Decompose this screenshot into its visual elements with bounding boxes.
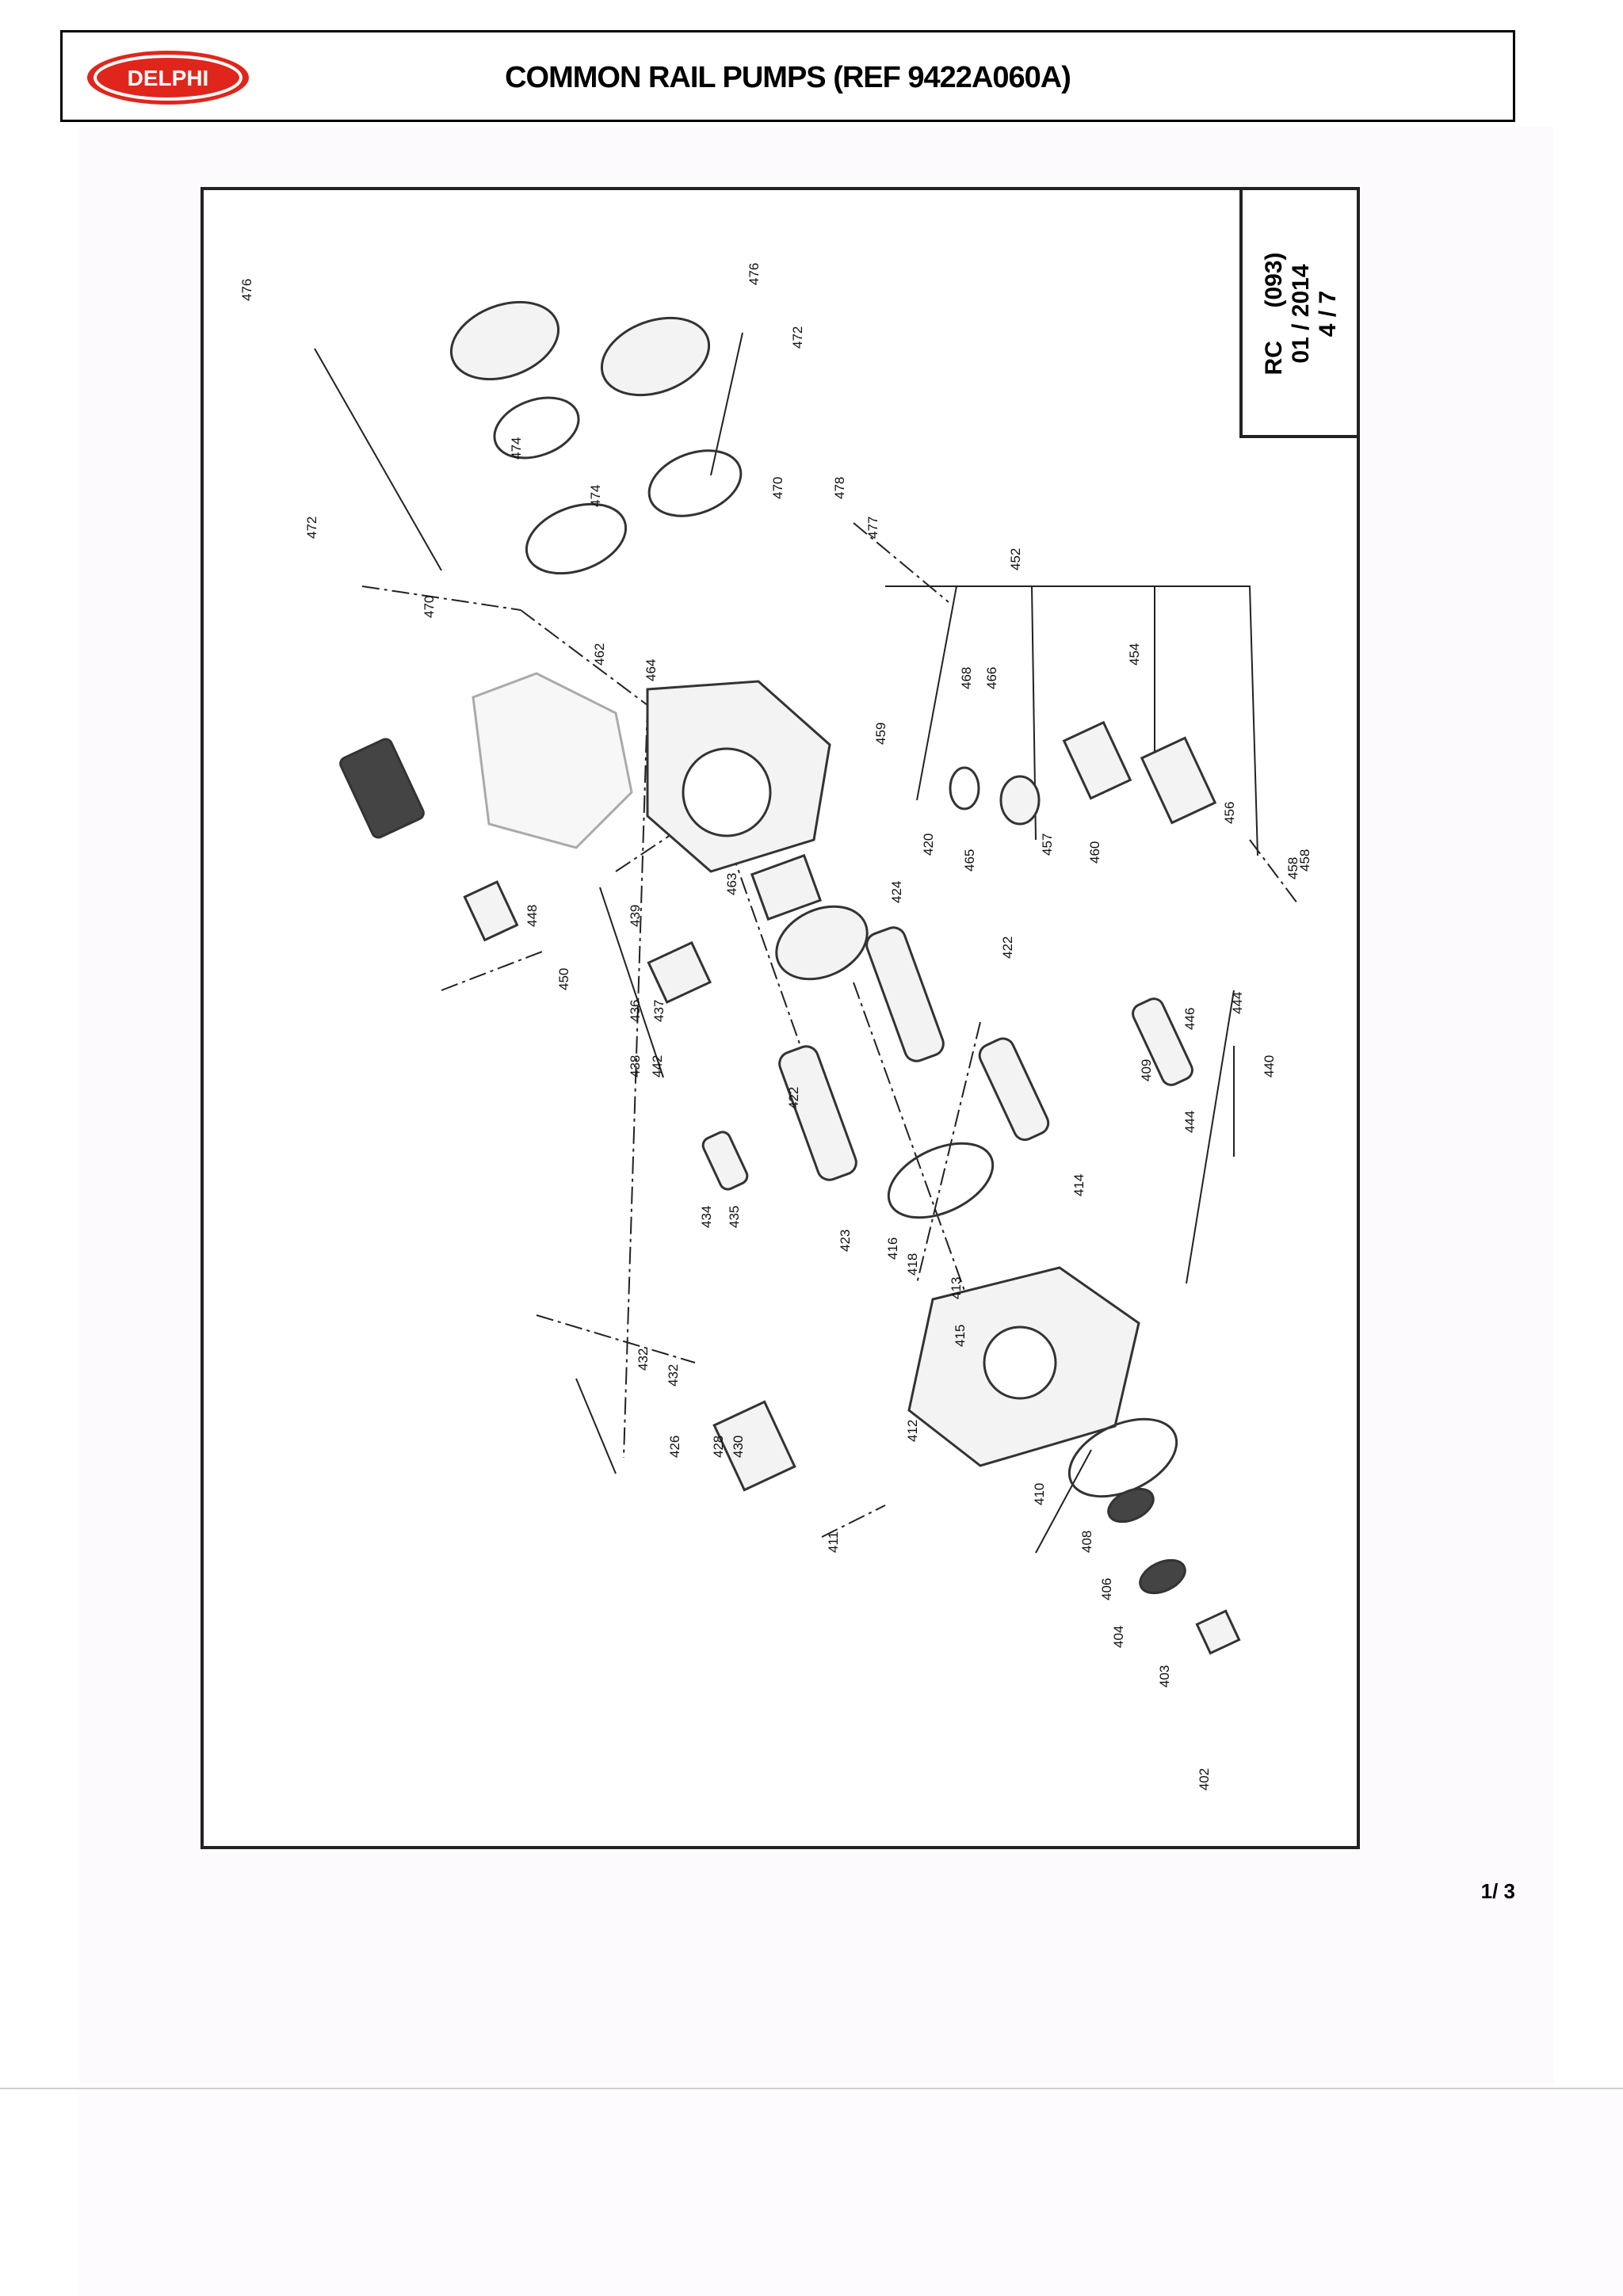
pump-parts — [339, 300, 1241, 1655]
part-label: 434 — [699, 1206, 714, 1228]
logo-text: DELPHI — [128, 66, 209, 90]
part-label: 470 — [770, 477, 785, 499]
part-label: 472 — [790, 326, 805, 349]
part-label: 414 — [1071, 1174, 1086, 1196]
part-label: 420 — [921, 833, 936, 856]
part-label: 416 — [885, 1238, 900, 1260]
page-sheet: DELPHI COMMON RAIL PUMPS (REF 9422A060A) — [60, 30, 1515, 1903]
page-title: COMMON RAIL PUMPS (REF 9422A060A) — [505, 61, 1071, 94]
part-label: 446 — [1182, 1008, 1197, 1030]
part-label: 474 — [588, 485, 603, 507]
part-label: 402 — [1197, 1768, 1212, 1791]
leader-lines — [314, 332, 1298, 1554]
part-label: 463 — [724, 873, 739, 895]
part-label: 477 — [865, 517, 880, 539]
part-label: 465 — [962, 849, 977, 871]
part-label: 456 — [1222, 802, 1237, 824]
part-label: 454 — [1127, 643, 1142, 666]
next-page-area — [0, 2089, 1623, 2296]
part-label: 403 — [1157, 1665, 1172, 1688]
part-number-labels: 476 472 470 474 474 476 472 470 478 477 … — [239, 263, 1312, 1791]
part-label: 428 — [711, 1436, 726, 1458]
header-box: DELPHI COMMON RAIL PUMPS (REF 9422A060A) — [60, 30, 1515, 122]
part-label: 437 — [651, 1000, 666, 1022]
part-label: 436 — [628, 1000, 643, 1022]
part-label: 435 — [727, 1206, 742, 1228]
part-label: 410 — [1032, 1483, 1047, 1505]
part-label: 470 — [422, 596, 437, 618]
part-label: 424 — [889, 881, 904, 903]
part-label: 404 — [1111, 1626, 1126, 1648]
part-label: 412 — [905, 1420, 920, 1442]
page-number: 1/ 3 — [1480, 1879, 1515, 1903]
assembly-axis-lines — [361, 522, 1298, 1538]
part-label: 444 — [1230, 992, 1245, 1014]
part-label: 432 — [636, 1348, 651, 1371]
part-label: 478 — [832, 477, 847, 499]
part-label: 474 — [509, 437, 524, 460]
part-label: 444 — [1182, 1111, 1197, 1133]
part-label: 476 — [747, 263, 762, 285]
part-label: 422 — [786, 1087, 801, 1109]
part-label: 430 — [731, 1436, 746, 1458]
next-page-tint — [79, 2089, 1623, 2296]
part-label: 452 — [1008, 548, 1023, 570]
part-label: 459 — [873, 723, 888, 745]
part-label: 439 — [628, 905, 643, 927]
exploded-view-drawing: 476 472 470 474 474 476 472 470 478 477 … — [200, 187, 1360, 1849]
part-label: 442 — [650, 1055, 665, 1077]
page-divider — [0, 2088, 1623, 2089]
part-label: 460 — [1087, 841, 1102, 864]
delphi-logo: DELPHI — [87, 51, 249, 105]
part-label: 466 — [984, 667, 999, 689]
info-line-3: 4 / 7 — [1315, 290, 1341, 338]
part-label: 423 — [838, 1230, 853, 1252]
part-label: 440 — [1262, 1055, 1277, 1077]
part-label: 438 — [628, 1055, 643, 1077]
part-label: 413 — [949, 1277, 964, 1299]
part-label: 432 — [666, 1364, 681, 1386]
part-label: 458 — [1285, 857, 1300, 879]
part-label: 476 — [239, 279, 254, 301]
part-label: 406 — [1099, 1578, 1114, 1600]
part-label: 462 — [592, 643, 607, 666]
part-label: 426 — [667, 1436, 682, 1458]
part-label: 409 — [1139, 1059, 1154, 1081]
part-label: 448 — [525, 905, 540, 927]
part-label: 458 — [1297, 849, 1312, 871]
info-line-1: RC (093) — [1261, 252, 1287, 376]
info-line-2: 01 / 2014 — [1288, 264, 1314, 364]
part-label: 408 — [1079, 1531, 1094, 1553]
part-label: 422 — [1000, 936, 1015, 959]
part-label: 450 — [556, 968, 571, 990]
part-label: 472 — [304, 517, 319, 539]
part-label: 411 — [826, 1531, 841, 1553]
revision-info-block: RC (093) 01 / 2014 4 / 7 — [1239, 190, 1357, 438]
part-label: 464 — [643, 659, 659, 681]
part-label: 415 — [953, 1325, 968, 1347]
part-label: 457 — [1040, 833, 1055, 856]
part-label: 468 — [959, 667, 974, 689]
part-label: 418 — [905, 1253, 920, 1276]
exploded-view-illustration: 476 472 470 474 474 476 472 470 478 477 … — [239, 263, 1312, 1791]
